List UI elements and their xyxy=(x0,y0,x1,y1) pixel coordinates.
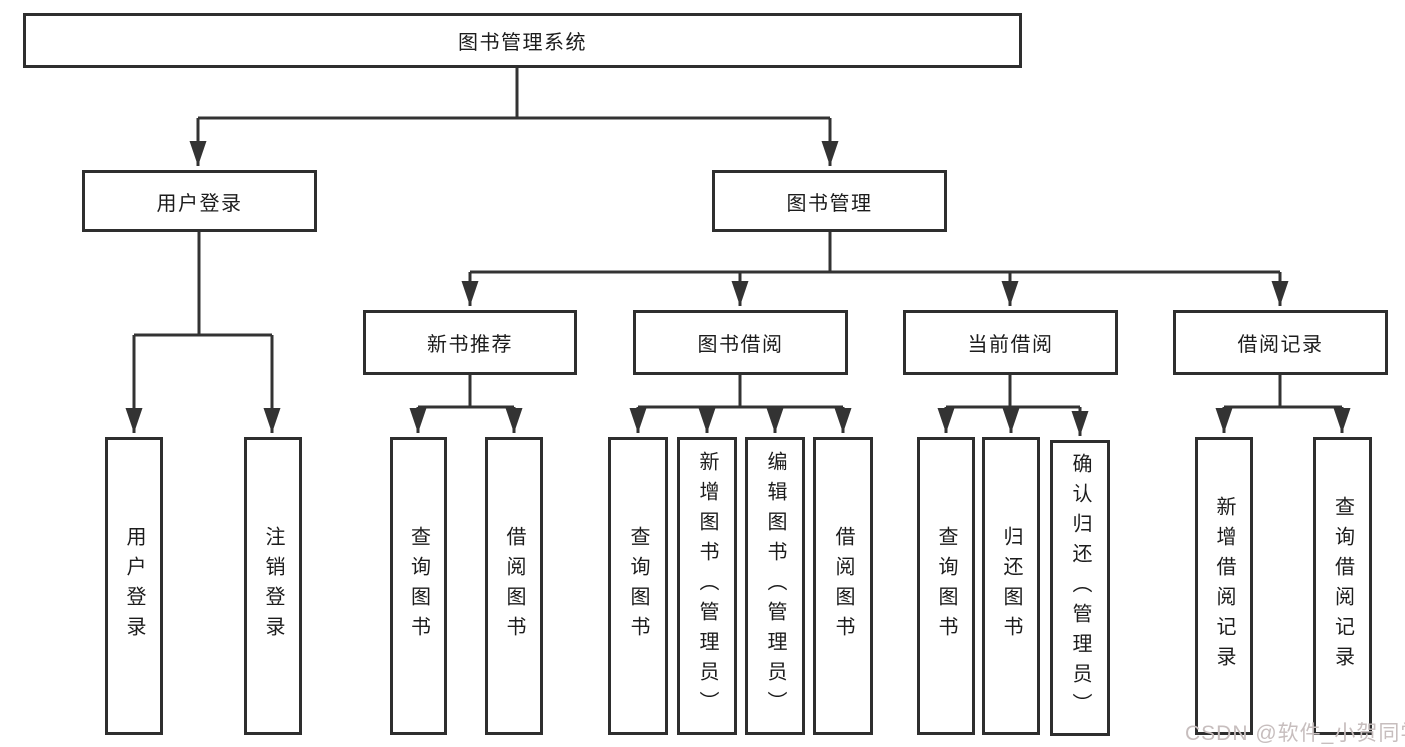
node-new-book-recommend: 新书推荐 xyxy=(363,310,577,375)
node-book-management-label: 图书管理 xyxy=(786,192,873,215)
leaf-bb-edit-books-admin-label: 编辑图书（管理员） xyxy=(764,451,786,721)
node-book-borrow: 图书借阅 xyxy=(633,310,848,375)
leaf-nb-query-books: 查询图书 xyxy=(390,437,447,735)
leaf-bb-borrow-books: 借阅图书 xyxy=(813,437,873,735)
leaf-bb-add-books-admin: 新增图书（管理员） xyxy=(677,437,737,735)
leaf-cb-query-books-label: 查询图书 xyxy=(935,526,957,646)
node-book-management: 图书管理 xyxy=(712,170,947,232)
node-current-borrow: 当前借阅 xyxy=(903,310,1118,375)
node-user-login: 用户登录 xyxy=(82,170,317,232)
leaf-cb-confirm-return-admin-label: 确认归还（管理员） xyxy=(1069,453,1091,723)
leaf-bb-edit-books-admin: 编辑图书（管理员） xyxy=(745,437,805,735)
leaf-rec-query-record: 查询借阅记录 xyxy=(1313,437,1372,735)
node-current-borrow-label: 当前借阅 xyxy=(967,334,1054,356)
leaf-logout-label: 注销登录 xyxy=(262,526,284,646)
leaf-logout: 注销登录 xyxy=(244,437,302,735)
leaf-rec-add-record-label: 新增借阅记录 xyxy=(1213,496,1235,676)
leaf-cb-return-books-label: 归还图书 xyxy=(1000,526,1022,646)
connector-trunks xyxy=(134,68,1342,409)
leaf-nb-query-books-label: 查询图书 xyxy=(407,526,430,646)
node-borrow-records-label: 借阅记录 xyxy=(1237,334,1324,356)
leaf-bb-borrow-books-label: 借阅图书 xyxy=(832,526,854,646)
node-root-label: 图书管理系统 xyxy=(458,32,587,54)
watermark: CSDN @软件_小贺同学 xyxy=(1185,722,1405,745)
node-new-book-recommend-label: 新书推荐 xyxy=(427,334,513,356)
leaf-bb-query-books: 查询图书 xyxy=(608,437,668,735)
node-book-borrow-label: 图书借阅 xyxy=(697,334,784,356)
leaf-rec-query-record-label: 查询借阅记录 xyxy=(1331,496,1354,676)
leaf-cb-query-books: 查询图书 xyxy=(917,437,975,735)
leaf-nb-borrow-books: 借阅图书 xyxy=(485,437,543,735)
leaf-bb-add-books-admin-label: 新增图书（管理员） xyxy=(696,451,718,721)
node-borrow-records: 借阅记录 xyxy=(1173,310,1388,375)
node-user-login-label: 用户登录 xyxy=(156,192,243,215)
leaf-rec-add-record: 新增借阅记录 xyxy=(1195,437,1253,735)
leaf-nb-borrow-books-label: 借阅图书 xyxy=(503,526,525,646)
leaf-bb-query-books-label: 查询图书 xyxy=(627,526,649,646)
node-root: 图书管理系统 xyxy=(23,13,1022,68)
leaf-cb-return-books: 归还图书 xyxy=(982,437,1040,735)
leaf-cb-confirm-return-admin: 确认归还（管理员） xyxy=(1050,440,1110,736)
leaf-user-login-label: 用户登录 xyxy=(123,526,145,646)
leaf-user-login: 用户登录 xyxy=(105,437,163,735)
